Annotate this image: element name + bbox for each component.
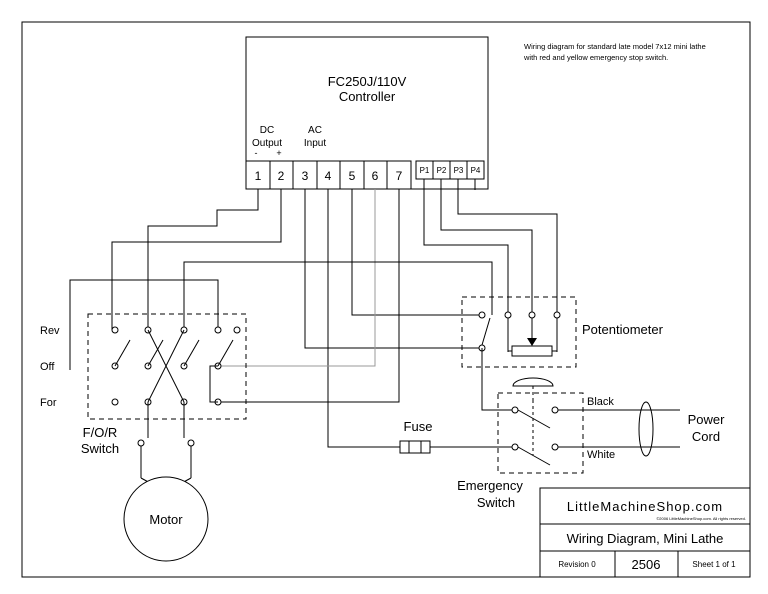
revision: Revision 0 xyxy=(558,560,596,569)
dc-plus: + xyxy=(276,148,281,158)
motor-label: Motor xyxy=(149,512,183,527)
dc-label: DC xyxy=(260,125,274,136)
controller: FC250J/110V Controller DC Output - + AC … xyxy=(245,36,489,190)
white-wire-label: White xyxy=(587,449,615,461)
switch-name-1: F/O/R xyxy=(83,425,118,440)
power-cord-name-2: Cord xyxy=(692,429,720,444)
dc-minus: - xyxy=(255,148,258,158)
note-line-1: Wiring diagram for standard late model 7… xyxy=(524,42,706,51)
terminal-5: 5 xyxy=(349,169,356,183)
motor: Motor xyxy=(123,476,209,562)
black-wire-label: Black xyxy=(587,396,614,408)
sheet-number: Sheet 1 of 1 xyxy=(692,560,736,569)
emergency-switch: Emergency Switch xyxy=(457,348,680,510)
fuse-label: Fuse xyxy=(404,419,433,434)
terminal-4: 4 xyxy=(325,169,332,183)
ac-label: AC xyxy=(308,125,322,136)
wires xyxy=(69,179,558,448)
terminal-6: 6 xyxy=(372,169,379,183)
for-switch: Rev Off For F/O/R S xyxy=(40,313,247,478)
note-line-2: with red and yellow emergency stop switc… xyxy=(523,53,668,62)
potentiometer-label: Potentiometer xyxy=(582,322,664,337)
potentiometer: Potentiometer xyxy=(461,296,664,368)
switch-off-label: Off xyxy=(40,361,55,373)
switch-rev-label: Rev xyxy=(40,325,60,337)
terminal-7: 7 xyxy=(396,169,403,183)
terminal-3: 3 xyxy=(302,169,309,183)
terminal-p1: P1 xyxy=(420,166,430,175)
page-border xyxy=(21,21,751,578)
drawing-number: 2506 xyxy=(632,557,661,572)
switch-for-label: For xyxy=(40,397,57,409)
power-cord: Black White Power Cord xyxy=(587,396,725,461)
switch-name-2: Switch xyxy=(81,441,119,456)
terminal-p3: P3 xyxy=(454,166,464,175)
terminal-2: 2 xyxy=(278,169,285,183)
fuse: Fuse xyxy=(399,419,512,454)
terminal-p2: P2 xyxy=(437,166,447,175)
drawing-title: Wiring Diagram, Mini Lathe xyxy=(567,531,724,546)
company-name: LittleMachineShop.com xyxy=(567,499,723,514)
emergency-name-2: Switch xyxy=(477,495,515,510)
power-cord-name-1: Power xyxy=(688,412,726,427)
controller-model: FC250J/110V xyxy=(328,74,407,89)
terminal-p4: P4 xyxy=(471,166,481,175)
ac-input-label: Input xyxy=(304,138,326,149)
title-block: LittleMachineShop.com ©2006 LittleMachin… xyxy=(539,487,751,578)
terminal-1: 1 xyxy=(255,169,262,183)
controller-title: Controller xyxy=(339,89,396,104)
copyright-line: ©2006 LittleMachineShop.com. All rights … xyxy=(656,516,746,521)
dc-output-label: Output xyxy=(252,138,282,149)
emergency-name-1: Emergency xyxy=(457,478,523,493)
